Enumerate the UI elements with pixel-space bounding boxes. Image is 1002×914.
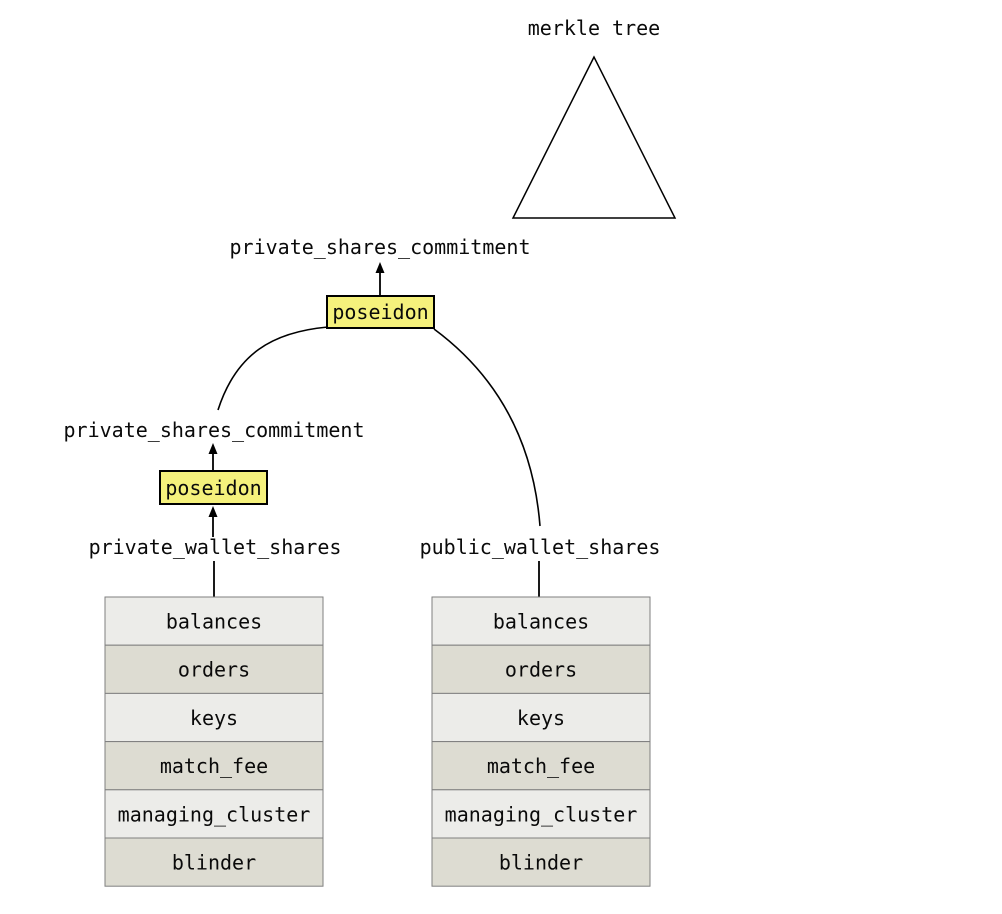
poseidon-box-top-label: poseidon xyxy=(332,300,428,324)
table-cell-label: blinder xyxy=(172,851,256,875)
poseidon-box-bottom xyxy=(159,470,268,505)
merkle-tree-label: merkle tree xyxy=(528,16,660,40)
table-row xyxy=(431,596,651,646)
table-row xyxy=(104,596,324,646)
private-wallet-shares-table: balances orders keys match_fee managing_… xyxy=(104,596,324,887)
arrowhead-up-icon xyxy=(375,262,385,273)
table-cell-label: balances xyxy=(493,610,589,634)
arrowhead-up-icon xyxy=(208,506,218,517)
root-commitment-label: private_shares_commitment xyxy=(229,235,530,259)
table-row xyxy=(431,789,651,839)
table-cell-label: match_fee xyxy=(487,754,595,778)
table-row xyxy=(104,644,324,694)
poseidon-box-top xyxy=(326,295,435,329)
table-cell-label: balances xyxy=(166,610,262,634)
table-cell-label: orders xyxy=(505,658,577,682)
table-cell-label: keys xyxy=(517,706,565,730)
table-row xyxy=(104,692,324,743)
table-cell-label: orders xyxy=(178,658,250,682)
child-commitment-label: private_shares_commitment xyxy=(63,418,364,442)
edge-child-commitment-to-top-poseidon xyxy=(217,326,329,411)
merkle-tree-triangle xyxy=(511,55,677,219)
table-row xyxy=(431,741,651,791)
poseidon-box-bottom-label: poseidon xyxy=(165,476,261,500)
table-cell-label: managing_cluster xyxy=(118,802,311,826)
table-cell-label: keys xyxy=(190,706,238,730)
table-row xyxy=(104,741,324,791)
public-wallet-shares-label: public_wallet_shares xyxy=(420,535,661,559)
arrowhead-up-icon xyxy=(208,443,218,454)
table-cell-label: managing_cluster xyxy=(445,802,638,826)
table-cell-label: match_fee xyxy=(160,754,268,778)
public-wallet-shares-table: balances orders keys match_fee managing_… xyxy=(431,596,651,887)
table-row xyxy=(104,837,324,887)
table-row xyxy=(431,692,651,743)
table-row xyxy=(431,837,651,887)
table-row xyxy=(104,789,324,839)
edge-public-shares-to-top-poseidon xyxy=(433,328,541,527)
private-wallet-shares-label: private_wallet_shares xyxy=(89,535,342,559)
table-row xyxy=(431,644,651,694)
table-cell-label: blinder xyxy=(499,851,583,875)
